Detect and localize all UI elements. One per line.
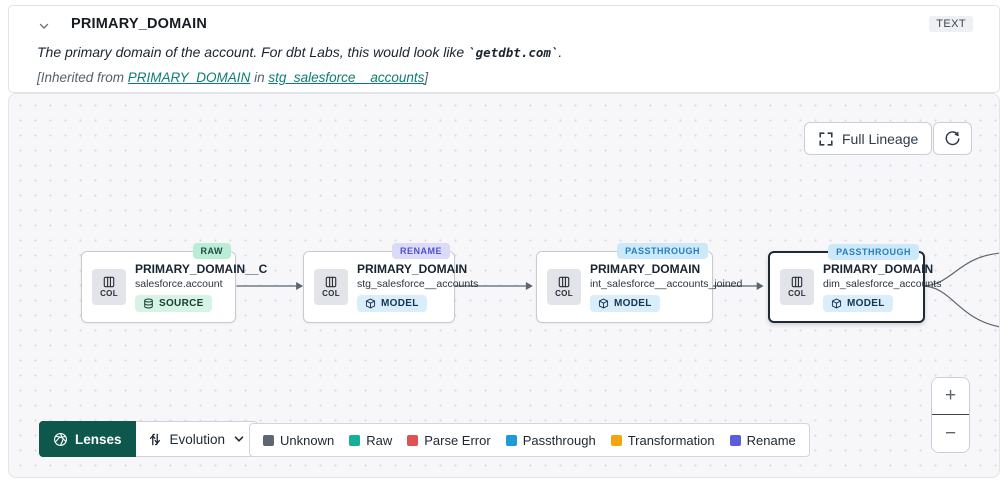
evolution-label: Evolution	[169, 431, 226, 447]
cube-icon	[831, 298, 842, 309]
node-body: PRIMARY_DOMAIN dim_salesforce_accounts M…	[823, 262, 941, 312]
inherited-middle: in	[250, 70, 269, 85]
node-model-name: salesforce.account	[135, 278, 223, 290]
inherited-suffix: ]	[424, 70, 429, 85]
cube-icon	[365, 298, 376, 309]
evolution-legend: Unknown Raw Parse Error Passthrough Tran…	[249, 423, 810, 457]
column-icon-box: COL	[92, 269, 126, 305]
description-code: `getdbt.com`	[468, 45, 559, 60]
node-body: PRIMARY_DOMAIN stg_salesforce__accounts …	[357, 262, 478, 312]
description-period: .	[558, 44, 563, 60]
full-lineage-label: Full Lineage	[842, 130, 919, 147]
columns-icon	[103, 276, 115, 288]
zoom-out-button[interactable]: −	[932, 415, 969, 452]
inherited-column-link[interactable]: PRIMARY_DOMAIN	[127, 70, 251, 85]
legend-label: Rename	[746, 432, 796, 448]
cube-icon	[598, 298, 609, 309]
column-icon-box: COL	[314, 269, 348, 305]
zoom-in-button[interactable]: +	[932, 378, 969, 415]
node-kind-label: SOURCE	[159, 298, 204, 309]
legend-swatch	[349, 434, 361, 446]
lineage-node-int-salesforce-accounts-joined[interactable]: PASSTHROUGH COL PRIMARY_DOMAIN int_sales…	[536, 243, 742, 323]
node-column-name: PRIMARY_DOMAIN	[823, 262, 934, 276]
node-model-name: stg_salesforce__accounts	[357, 278, 479, 290]
column-header-card: PRIMARY_DOMAIN TEXT The primary domain o…	[8, 5, 1000, 93]
node-column-name: PRIMARY_DOMAIN	[590, 262, 701, 276]
legend-label: Transformation	[627, 432, 715, 448]
lineage-node-salesforce-account[interactable]: RAW COL PRIMARY_DOMAIN__C salesforce.acc…	[81, 243, 267, 323]
node-column-name: PRIMARY_DOMAIN__C	[135, 262, 268, 276]
expand-icon	[818, 131, 834, 147]
full-lineage-button[interactable]: Full Lineage	[804, 122, 933, 155]
legend-label: Parse Error	[424, 432, 491, 448]
lineage-canvas[interactable]: Full Lineage RAW COL PRIMARY_DOMAIN__C s…	[8, 93, 1000, 478]
legend-item-transformation: Transformation	[610, 432, 715, 448]
lenses-button[interactable]: Lenses	[39, 421, 136, 457]
inherited-model-link[interactable]: stg_salesforce__accounts	[268, 70, 425, 85]
node-body: PRIMARY_DOMAIN int_salesforce__accounts_…	[590, 262, 742, 312]
columns-icon	[791, 276, 803, 288]
legend-label: Passthrough	[522, 432, 596, 448]
column-icon-box: COL	[547, 269, 581, 305]
evolution-badge-raw: RAW	[192, 243, 231, 259]
inherited-prefix: [Inherited from	[37, 70, 128, 85]
evolution-icon	[148, 432, 162, 447]
legend-label: Raw	[366, 432, 393, 448]
collapse-chevron-icon[interactable]	[37, 18, 53, 34]
legend-swatch	[407, 434, 419, 446]
node-kind-badge: MODEL	[590, 295, 660, 312]
node-kind-badge: MODEL	[357, 295, 427, 312]
database-icon	[143, 298, 154, 309]
lineage-node-stg-salesforce-accounts[interactable]: RENAME COL PRIMARY_DOMAIN stg_salesforce…	[303, 243, 478, 323]
chevron-down-icon	[233, 433, 245, 445]
legend-label: Unknown	[280, 432, 335, 448]
node-body: PRIMARY_DOMAIN__C salesforce.account SOU…	[135, 262, 267, 312]
legend-item-passthrough: Passthrough	[505, 432, 596, 448]
node-kind-label: MODEL	[381, 298, 419, 309]
column-type-badge: TEXT	[929, 16, 973, 32]
inherited-note: [Inherited from PRIMARY_DOMAIN in stg_sa…	[37, 70, 428, 85]
lenses-bar: Lenses Evolution	[39, 421, 259, 457]
description-text: The primary domain of the account. For d…	[37, 44, 469, 60]
legend-swatch	[610, 434, 622, 446]
column-description: The primary domain of the account. For d…	[37, 44, 562, 60]
evolution-dropdown[interactable]: Evolution	[135, 421, 259, 457]
node-kind-badge: SOURCE	[135, 295, 212, 312]
columns-icon	[325, 276, 337, 288]
evolution-badge-passthrough: PASSTHROUGH	[617, 243, 708, 259]
column-icon-box: COL	[780, 269, 814, 305]
legend-swatch	[729, 434, 741, 446]
node-model-name: dim_salesforce_accounts	[823, 278, 942, 290]
node-kind-label: MODEL	[847, 298, 885, 309]
legend-item-rename: Rename	[729, 432, 796, 448]
node-column-name: PRIMARY_DOMAIN	[357, 262, 468, 276]
legend-item-parse-error: Parse Error	[407, 432, 491, 448]
col-label: COL	[788, 289, 806, 298]
zoom-controls: + −	[931, 377, 970, 453]
node-model-name: int_salesforce__accounts_joined	[590, 278, 743, 290]
refresh-button[interactable]	[933, 122, 972, 155]
refresh-icon	[944, 130, 961, 147]
columns-icon	[558, 276, 570, 288]
col-label: COL	[555, 289, 573, 298]
legend-item-raw: Raw	[349, 433, 392, 448]
legend-swatch	[263, 434, 274, 446]
lenses-label: Lenses	[75, 431, 122, 447]
node-kind-badge: MODEL	[823, 295, 893, 312]
col-label: COL	[100, 289, 118, 298]
col-label: COL	[322, 289, 340, 298]
evolution-badge-passthrough: PASSTHROUGH	[828, 244, 919, 260]
column-title: PRIMARY_DOMAIN	[71, 16, 207, 32]
node-kind-label: MODEL	[614, 298, 652, 309]
header-row: PRIMARY_DOMAIN TEXT	[9, 16, 999, 36]
evolution-badge-rename: RENAME	[391, 243, 450, 259]
legend-swatch	[505, 434, 517, 446]
lineage-node-dim-salesforce-accounts[interactable]: PASSTHROUGH COL PRIMARY_DOMAIN dim_sales…	[768, 244, 941, 323]
aperture-icon	[53, 432, 68, 447]
legend-item-unknown: Unknown	[263, 433, 334, 448]
